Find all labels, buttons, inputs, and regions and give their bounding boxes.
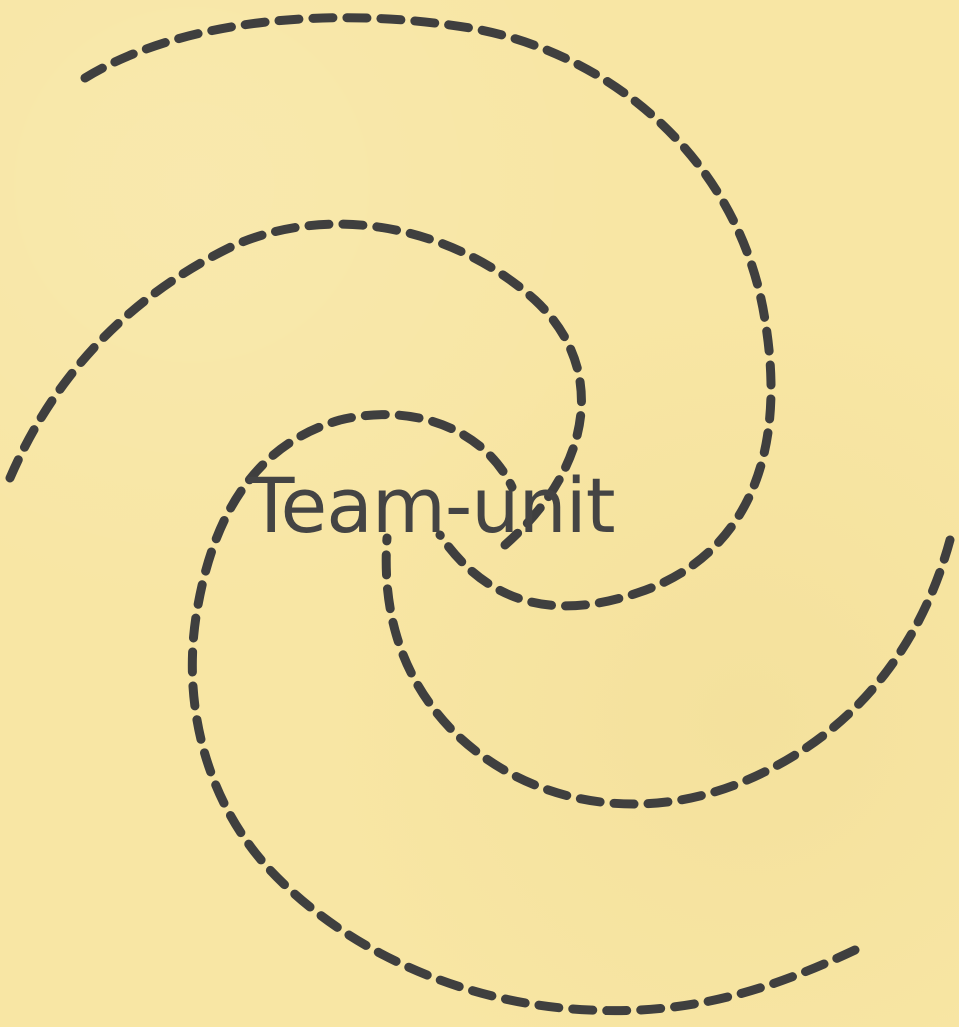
team-unit-label: Team-unit [247, 461, 615, 550]
